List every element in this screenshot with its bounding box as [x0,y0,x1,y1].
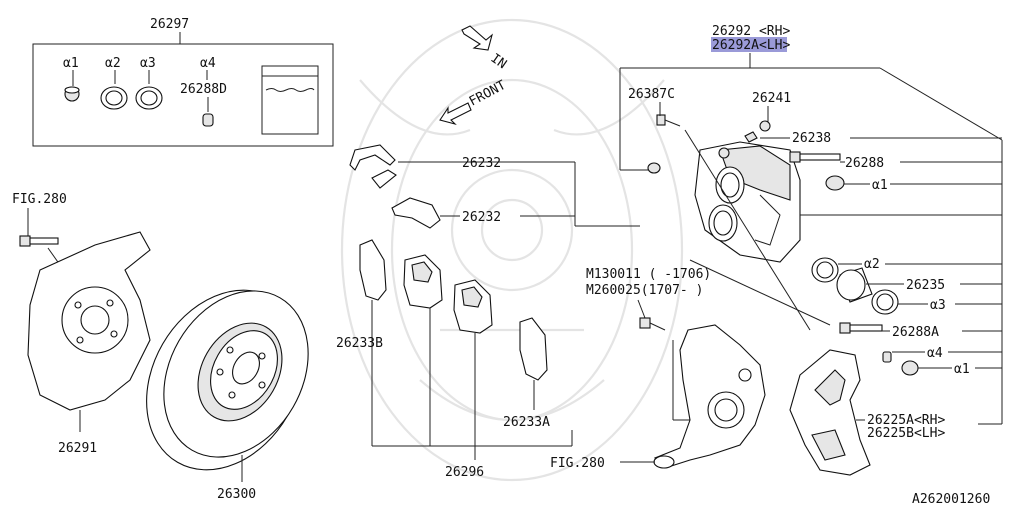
caliper-lh-label[interactable]: 26292A<LH> [712,38,790,53]
direction-front-arrow: FRONT [439,78,509,126]
caliper-callouts: 26387C 26241 26238 26288 α1 α2 26235 α3 … [628,87,1002,377]
direction-in-label: IN [488,51,509,72]
kit-26297: 26297 α1 α2 α3 α4 26288D [32,17,334,147]
label-26233A[interactable]: 26233A [503,415,550,430]
label-26225A[interactable]: 26225A<RH> [867,413,945,428]
label-a3: α3 [930,298,946,313]
kit-sub-part[interactable]: 26288D [180,82,227,97]
label-a4: α4 [927,346,943,361]
label-26238[interactable]: 26238 [792,131,831,146]
label-26241[interactable]: 26241 [752,91,791,106]
label-m130011[interactable]: M130011 ( -1706) [586,267,711,282]
brake-rotor: 26300 [146,289,309,502]
label-26291[interactable]: 26291 [58,441,97,456]
label-26288[interactable]: 26288 [845,156,884,171]
diagram-id: A262001260 [912,492,990,507]
label-m260025[interactable]: M260025(1707- ) [586,283,703,298]
label-26232-top[interactable]: 26232 [462,156,501,171]
caliper-assembly [647,114,919,376]
label-26300[interactable]: 26300 [217,487,256,502]
label-fig280-knuckle[interactable]: FIG.280 [550,456,605,471]
pads-and-clips: 26232 26232 26233B 26233A 26296 [336,144,640,480]
dust-shield: FIG.280 26291 [12,192,151,456]
label-26232-mid[interactable]: 26232 [462,210,501,225]
label-26288A[interactable]: 26288A [892,325,939,340]
kit-item-a3: α3 [140,56,156,71]
kit-number[interactable]: 26297 [150,17,189,32]
label-a1-bottom: α1 [954,362,970,377]
caliper-header: 26292 <RH> 26292A<LH> [619,24,1003,424]
label-26387C[interactable]: 26387C [628,87,675,102]
direction-in-arrow: IN [461,25,509,72]
label-a1-top: α1 [872,178,888,193]
label-a2: α2 [864,257,880,272]
label-26233B[interactable]: 26233B [336,336,383,351]
label-26235[interactable]: 26235 [906,278,945,293]
label-fig280-left[interactable]: FIG.280 [12,192,67,207]
label-26296[interactable]: 26296 [445,465,484,480]
steering-knuckle: M130011 ( -1706) M260025(1707- ) FIG.280 [550,267,766,471]
watermark-emblem [340,18,684,482]
label-26225B[interactable]: 26225B<LH> [867,426,945,441]
kit-item-a4: α4 [200,56,216,71]
kit-item-a1: α1 [63,56,79,71]
caliper-support-bracket: 26225A<RH> 26225B<LH> [789,349,1002,476]
kit-item-a2: α2 [105,56,121,71]
caliper-rh-label[interactable]: 26292 <RH> [712,24,790,39]
